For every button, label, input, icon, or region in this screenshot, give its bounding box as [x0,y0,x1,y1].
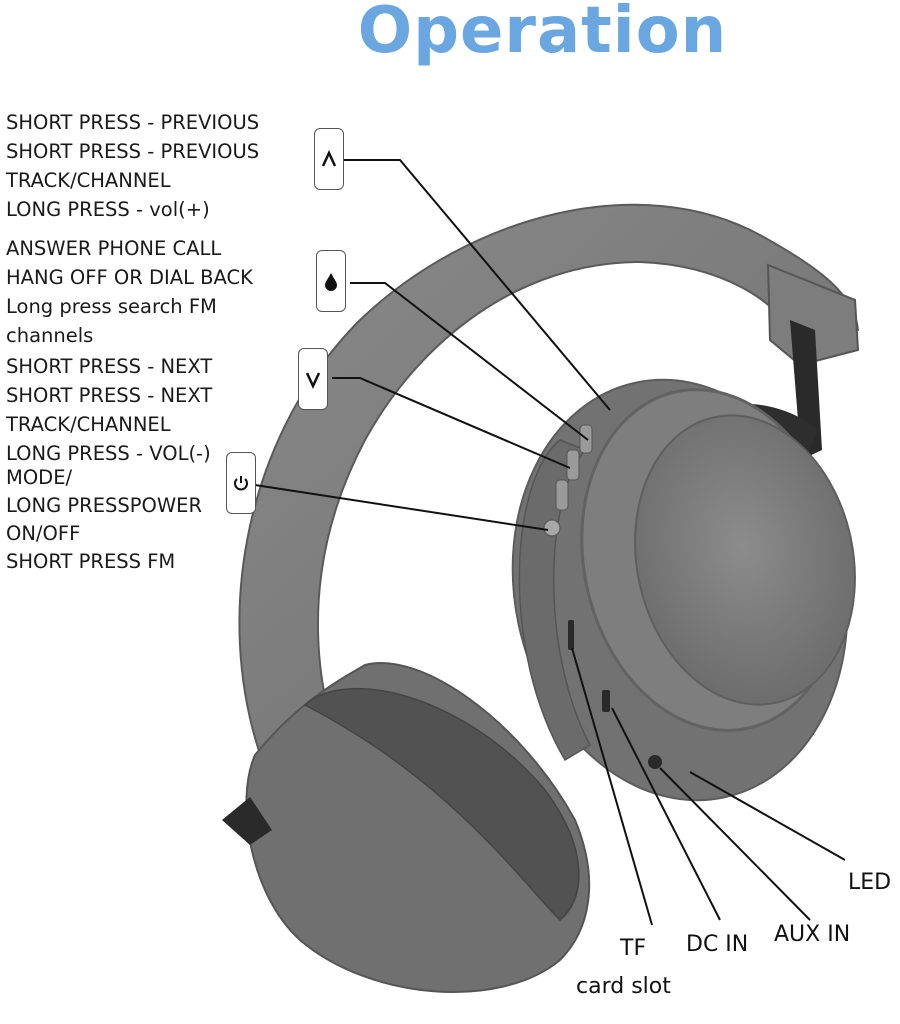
desc-line: LONG PRESS - vol(+) [6,198,210,221]
play-drop-callout [316,250,346,312]
left-cup [245,662,591,993]
control-desc-power: MODE/ LONG PRESSPOWER ON/OFF SHORT PRESS… [6,464,202,576]
caret-up-icon [321,150,337,167]
button-play [566,449,580,481]
right-cup-cushion [518,439,591,762]
leader-play [350,282,589,441]
label-tf-line1: TF [620,936,647,961]
caret-down-callout [298,348,328,410]
leader-led [689,771,846,861]
desc-line: SHORT PRESS FM [6,550,176,573]
control-desc-down: SHORT PRESS - NEXT SHORT PRESS - NEXT TR… [6,352,212,468]
right-cup-cap [634,414,856,706]
desc-line: SHORT PRESS - NEXT [6,384,213,407]
tf-slot [568,620,574,650]
desc-line: channels [6,324,94,347]
headband-end [766,263,860,367]
label-aux-in: AUX IN [774,922,851,947]
leader-dc [611,707,721,921]
leader-aux [659,767,811,921]
desc-line: LONG PRESS - VOL(-) [6,442,211,465]
control-desc-up: SHORT PRESS - PREVIOUS SHORT PRESS - PRE… [6,108,259,224]
dc-port [602,690,610,712]
power-icon [234,476,248,491]
title-area: Operation [0,0,900,80]
power-callout [226,452,256,514]
left-yoke-end [222,797,272,845]
label-dc-in: DC IN [686,932,749,957]
leader-power [254,484,549,531]
slider-arm [790,320,822,458]
page-title: Operation [357,0,728,68]
desc-line: HANG OFF OR DIAL BACK [6,266,253,289]
desc-line: LONG PRESSPOWER [6,494,203,517]
desc-line: TRACK/CHANNEL [6,169,171,192]
button-down [555,479,569,511]
caret-up-callout [314,128,344,190]
desc-line: TRACK/CHANNEL [6,413,171,436]
aux-port [648,755,662,769]
label-led: LED [848,870,892,895]
control-desc-play: ANSWER PHONE CALL HANG OFF OR DIAL BACK … [6,234,253,350]
label-tf-line2: card slot [576,974,671,999]
button-power [543,519,561,537]
left-cushion [303,687,580,922]
desc-line: ANSWER PHONE CALL [6,237,222,260]
desc-line: SHORT PRESS - PREVIOUS [6,140,260,163]
leader-down [332,377,571,469]
desc-line: ON/OFF [6,522,81,545]
desc-line: MODE/ [6,466,73,489]
leader-up [344,159,611,411]
desc-line: SHORT PRESS - NEXT [6,355,213,378]
leader-tf [571,647,653,926]
play-drop-icon [325,273,337,291]
caret-down-icon [305,372,321,389]
desc-line: Long press search FM [6,295,217,318]
leader-lines [254,159,846,926]
desc-line: SHORT PRESS - PREVIOUS [6,111,260,134]
